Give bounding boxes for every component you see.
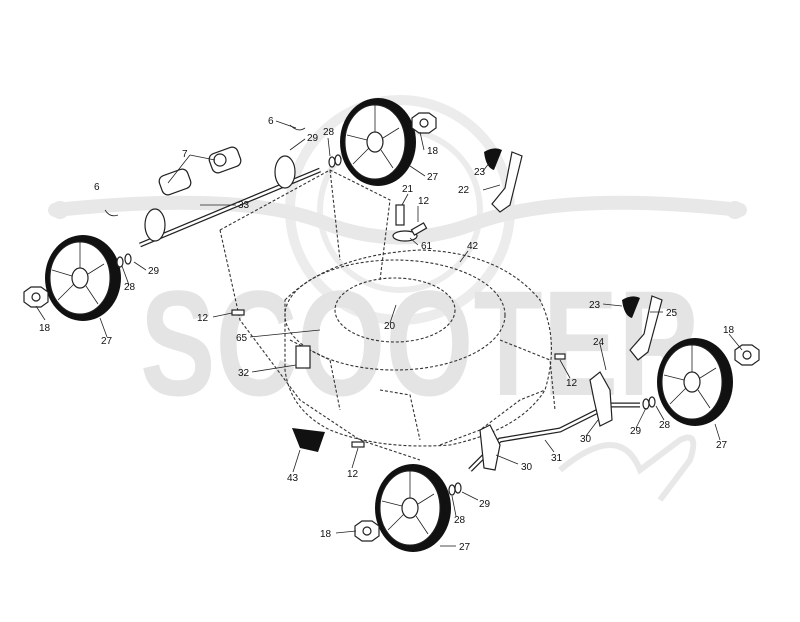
callout-27-left: 27 — [101, 336, 113, 347]
callout-12-right: 12 — [566, 378, 578, 389]
callout-30-center: 30 — [521, 462, 533, 473]
rear-axle — [104, 124, 321, 248]
watermark-text: SCOOTER — [140, 259, 700, 427]
callout-31: 31 — [551, 453, 563, 464]
callout-27-top: 27 — [427, 172, 439, 183]
callout-28-bottom: 28 — [454, 515, 466, 526]
callout-29-bottom: 29 — [479, 499, 491, 510]
callout-21: 21 — [402, 184, 414, 195]
callout-33: 33 — [238, 200, 250, 211]
callout-29-right: 29 — [630, 426, 642, 437]
mower-deck — [219, 169, 556, 461]
callout-18-bottom: 18 — [320, 529, 332, 540]
callout-12-bottom: 12 — [347, 469, 359, 480]
callout-30-right: 30 — [580, 434, 592, 445]
callout-42: 42 — [467, 241, 479, 252]
callout-61: 61 — [421, 241, 433, 252]
callout-28-top: 28 — [323, 127, 335, 138]
callout-22: 22 — [458, 185, 470, 196]
callout-23-right: 23 — [589, 300, 601, 311]
wheel-front-right — [657, 338, 733, 426]
callout-29-top: 29 — [307, 133, 319, 144]
hardware — [23, 112, 760, 542]
callout-6-left: 6 — [94, 182, 100, 193]
callout-18-left: 18 — [39, 323, 51, 334]
callout-27-right: 27 — [716, 440, 728, 451]
leader-lines — [35, 120, 743, 547]
callout-18-top: 18 — [427, 146, 439, 157]
callout-7: 7 — [182, 149, 188, 160]
callout-12-center: 12 — [418, 196, 430, 207]
callout-65: 65 — [236, 333, 248, 344]
wheel-rear-left — [45, 235, 121, 321]
callout-28-right: 28 — [659, 420, 671, 431]
callout-20: 20 — [384, 321, 396, 332]
callout-27-bottom: 27 — [459, 542, 471, 553]
callout-12-left: 12 — [197, 313, 209, 324]
callout-43: 43 — [287, 473, 299, 484]
callout-28-left: 28 — [124, 282, 136, 293]
callout-25: 25 — [666, 308, 678, 319]
callout-18-right: 18 — [723, 325, 735, 336]
callout-6-top: 6 — [268, 116, 274, 127]
callout-29-left: 29 — [148, 266, 160, 277]
wheel-rear-right — [340, 98, 416, 186]
wheel-front-left — [375, 464, 451, 552]
callout-labels: 6 6 7 29 28 18 27 33 21 12 61 23 22 42 2… — [39, 116, 735, 553]
front-axle — [468, 371, 640, 472]
blade — [292, 428, 325, 452]
callout-23-top: 23 — [474, 167, 486, 178]
callout-24: 24 — [593, 337, 605, 348]
callout-32: 32 — [238, 368, 250, 379]
